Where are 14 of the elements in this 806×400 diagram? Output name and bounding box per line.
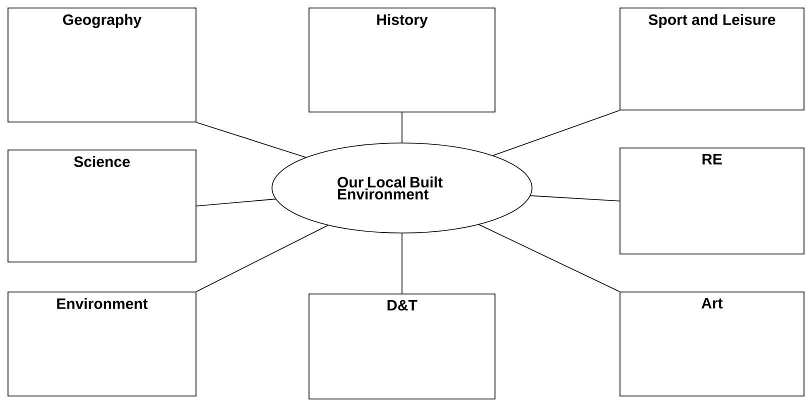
subject-box: History (308, 8, 496, 112)
connector-line (492, 110, 620, 156)
connector-line (530, 195, 620, 202)
subject-box: Environment (8, 292, 196, 396)
subject-box: Science (8, 150, 196, 262)
connector-line (196, 122, 306, 158)
subject-box: Geography (8, 8, 196, 122)
subject-box: Sport and Leisure (620, 8, 804, 110)
connector-line (478, 224, 620, 292)
subject-box: RE (620, 148, 804, 254)
subject-box: Art (620, 292, 804, 396)
connector-line (196, 198, 276, 206)
connector-line (196, 224, 328, 292)
subject-box: D&T (308, 294, 496, 400)
